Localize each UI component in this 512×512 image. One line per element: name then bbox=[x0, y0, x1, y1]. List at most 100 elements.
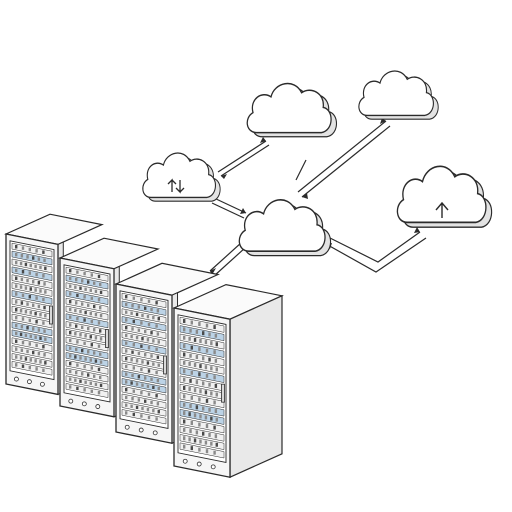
drive-slot bbox=[137, 328, 141, 332]
drive-slot bbox=[28, 271, 31, 275]
drive-slot bbox=[19, 261, 23, 266]
drive-slot bbox=[140, 414, 143, 418]
drive-slot bbox=[97, 344, 101, 348]
drive-slot bbox=[146, 314, 150, 319]
server-unit bbox=[179, 434, 225, 450]
rack-door-handle bbox=[221, 383, 225, 403]
drive-slot bbox=[204, 390, 208, 395]
drive-slot bbox=[208, 382, 211, 387]
drive-slot bbox=[97, 274, 101, 279]
drive-slot bbox=[155, 324, 158, 328]
drive-slot bbox=[74, 378, 77, 382]
drive-slot bbox=[89, 381, 92, 385]
drive-slot bbox=[99, 352, 102, 356]
drive-slot bbox=[205, 424, 209, 429]
drive-slot bbox=[37, 281, 41, 285]
rack-door-handle bbox=[163, 355, 167, 375]
drive-slot bbox=[132, 343, 135, 347]
drive-slot bbox=[43, 329, 46, 333]
drive-slot bbox=[28, 247, 31, 252]
server-unit bbox=[121, 308, 167, 324]
drive-slot bbox=[202, 356, 205, 361]
drive-slot bbox=[210, 341, 213, 346]
drive-slot bbox=[15, 347, 18, 351]
drive-slot bbox=[214, 358, 218, 363]
drive-slot bbox=[193, 337, 197, 342]
drive-slot bbox=[29, 358, 32, 362]
drive-slot bbox=[210, 441, 213, 446]
drive-slot bbox=[93, 281, 96, 285]
drive-slot bbox=[32, 350, 35, 355]
drive-slot bbox=[83, 341, 86, 345]
drive-slot bbox=[89, 311, 92, 316]
drive-slot bbox=[15, 300, 18, 304]
drive-slot bbox=[125, 326, 128, 330]
drive-slot bbox=[125, 302, 128, 307]
drive-slot bbox=[28, 318, 31, 323]
drive-slot bbox=[99, 290, 103, 295]
drive-slot bbox=[130, 311, 133, 315]
drive-slot bbox=[32, 256, 35, 260]
drive-slot bbox=[152, 408, 155, 413]
drive-slot bbox=[146, 407, 150, 412]
drive-slot bbox=[75, 277, 78, 282]
drive-slot bbox=[208, 432, 211, 437]
drive-slot bbox=[183, 344, 186, 349]
drive-slot bbox=[188, 361, 191, 366]
drive-slot bbox=[131, 350, 134, 354]
drive-slot bbox=[69, 323, 72, 327]
drive-slot bbox=[152, 315, 155, 320]
drive-slot bbox=[81, 279, 84, 283]
status-light bbox=[210, 464, 216, 470]
server-unit bbox=[121, 401, 167, 417]
drive-slot bbox=[69, 300, 72, 304]
drive-slot bbox=[35, 249, 38, 253]
arrow-left-cloud-to-central bbox=[213, 197, 247, 214]
drive-slot bbox=[97, 298, 101, 302]
drive-slot bbox=[79, 286, 82, 290]
drive-slot bbox=[132, 319, 135, 324]
drive-slot bbox=[76, 316, 79, 321]
drive-slot bbox=[69, 385, 72, 389]
drive-slot bbox=[214, 434, 218, 439]
server-unit bbox=[179, 333, 225, 350]
drive-slot bbox=[147, 415, 151, 420]
drive-slot bbox=[125, 349, 128, 353]
drive-slot bbox=[205, 449, 209, 454]
drive-slot bbox=[42, 321, 45, 325]
drive-slot bbox=[84, 334, 87, 338]
drive-slot bbox=[37, 304, 41, 309]
drive-slot bbox=[141, 360, 144, 364]
drive-slot bbox=[147, 369, 151, 373]
drive-slot bbox=[42, 344, 45, 349]
drive-slot bbox=[215, 417, 218, 422]
drive-slot bbox=[125, 388, 128, 392]
drive-slot bbox=[37, 351, 41, 356]
drive-slot bbox=[15, 268, 18, 273]
drive-slot bbox=[69, 338, 72, 343]
arrowhead bbox=[221, 174, 227, 179]
drive-slot bbox=[29, 287, 32, 291]
drive-slot bbox=[213, 350, 216, 355]
drive-slot bbox=[99, 313, 103, 318]
drive-slot bbox=[94, 359, 98, 363]
drive-slot bbox=[34, 359, 37, 363]
drive-slot bbox=[141, 406, 144, 411]
drive-slot bbox=[202, 331, 205, 336]
server-rack-2 bbox=[58, 237, 160, 418]
drive-slot bbox=[19, 356, 23, 360]
drive-slot bbox=[132, 366, 135, 370]
drive-slot bbox=[150, 307, 153, 312]
drive-slot bbox=[155, 347, 158, 351]
drive-slot bbox=[19, 332, 23, 337]
drive-slot bbox=[42, 274, 45, 278]
drive-slot bbox=[183, 436, 186, 441]
arrowhead bbox=[260, 137, 266, 143]
drive-slot bbox=[69, 284, 72, 288]
drive-slot bbox=[37, 328, 41, 332]
drive-slot bbox=[146, 384, 150, 388]
drive-slot bbox=[156, 355, 160, 359]
drive-slot bbox=[199, 439, 202, 444]
drive-slot bbox=[144, 399, 147, 403]
drive-slot bbox=[183, 394, 186, 399]
